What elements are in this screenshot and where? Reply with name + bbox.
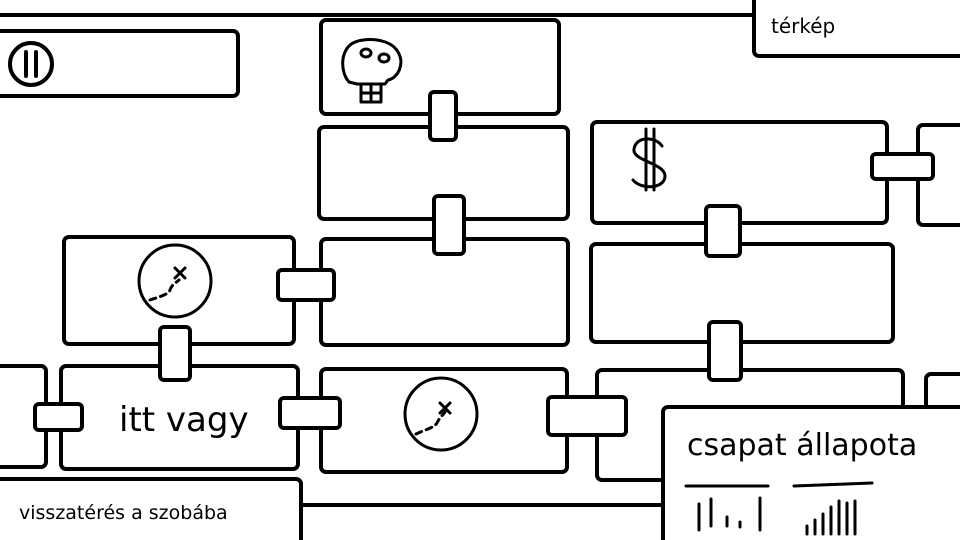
treasure-map-icon (137, 243, 213, 319)
skull-icon (341, 38, 403, 104)
door[interactable] (870, 152, 935, 181)
door[interactable] (704, 204, 742, 258)
room-treasure-bottom[interactable] (319, 367, 569, 474)
return-button-label[interactable]: visszatérés a szobába (19, 502, 228, 524)
return-button[interactable] (0, 477, 303, 540)
team-status-title: csapat állapota (687, 428, 918, 463)
door[interactable] (707, 320, 743, 382)
door[interactable] (278, 396, 342, 430)
dollar-icon (631, 127, 667, 192)
map-title[interactable]: térkép (771, 14, 836, 38)
door[interactable] (546, 395, 628, 437)
treasure-map-icon (403, 376, 479, 452)
door[interactable] (428, 90, 458, 142)
door[interactable] (276, 268, 336, 302)
team-status-panel[interactable] (661, 405, 960, 540)
door[interactable] (158, 325, 192, 382)
pause-icon[interactable] (8, 41, 54, 87)
door[interactable] (33, 402, 84, 432)
map-title-box[interactable] (752, 0, 960, 58)
pause-bar[interactable] (0, 29, 240, 98)
bar-stats-icon (684, 481, 874, 536)
door[interactable] (432, 194, 466, 256)
current-room-label: itt vagy (119, 400, 249, 440)
